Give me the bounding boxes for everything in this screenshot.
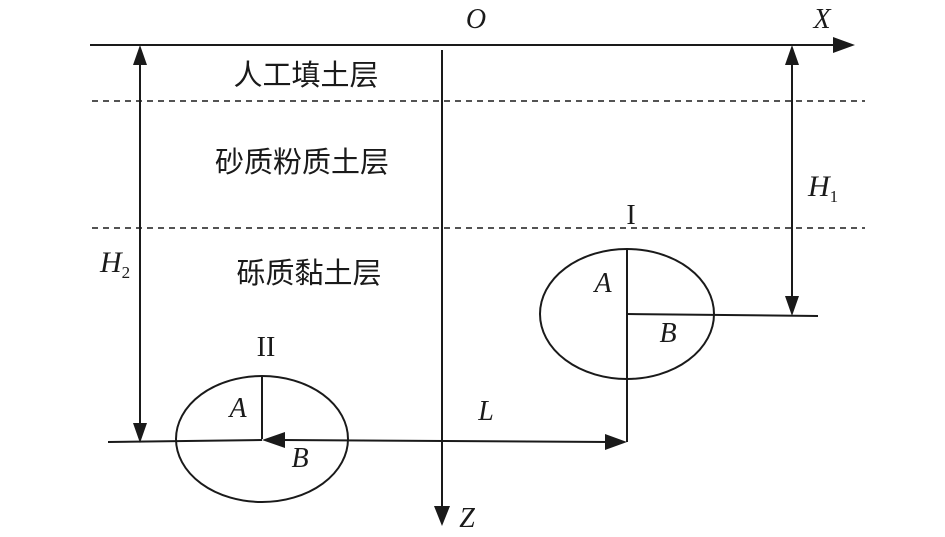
l-label: L [477, 396, 494, 427]
tunnel-1-b-label: B [659, 318, 676, 349]
h1-label: H1 [807, 170, 838, 206]
h2-arrowhead-top [133, 45, 147, 65]
tunnel-1-label: I [626, 200, 635, 231]
z-axis-arrowhead [434, 506, 450, 526]
tunnel-1-a-label: A [592, 268, 612, 299]
origin-label: O [466, 4, 486, 35]
layer-label-fill: 人工填土层 [233, 58, 378, 92]
tunnel-2-base-line [107, 439, 263, 443]
tunnel-2-label: II [257, 332, 276, 363]
x-axis-arrowhead [833, 37, 855, 53]
h1-arrowhead-bottom [785, 296, 799, 316]
layer-label-sandy-silt: 砂质粉质土层 [215, 145, 389, 179]
h2-label: H2 [99, 246, 130, 282]
layer-label-gravelly-clay: 砾质黏土层 [236, 256, 381, 290]
x-axis-label: X [812, 4, 831, 35]
l-dimension-line [281, 439, 611, 443]
l-arrowhead-left [262, 432, 285, 448]
tunnel-2-a-label: A [227, 393, 247, 424]
l-arrowhead-right [605, 434, 627, 450]
h1-arrowhead-top [785, 45, 799, 65]
tunnel-1: I A B [539, 200, 819, 442]
h2-arrowhead-bottom [133, 423, 147, 443]
z-axis-label: Z [459, 503, 475, 534]
tunnel-2: II A B [107, 332, 349, 503]
tunnel-1-horizontal-semi-axis [626, 313, 819, 317]
tunnel-2-b-label: B [291, 443, 308, 474]
